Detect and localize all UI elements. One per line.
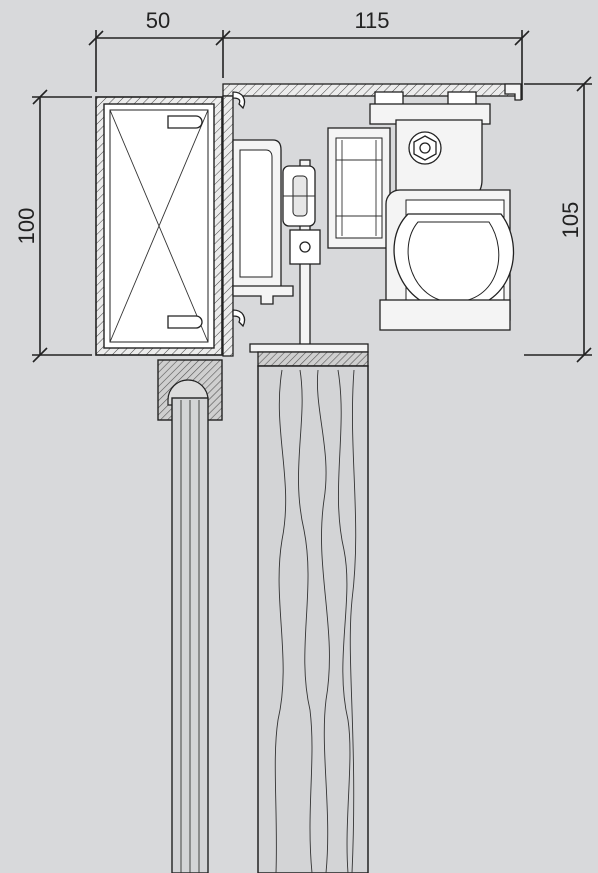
roller-carriage (282, 91, 491, 249)
soft-close-damper (379, 189, 515, 331)
fixed-frame-section (95, 96, 223, 356)
dimension-label-track-height: 105 (558, 202, 583, 239)
dimension-frame-height: 100 (14, 89, 92, 363)
dimension-frame-width: 50 (88, 8, 231, 92)
track-profile (222, 83, 522, 357)
dimension-label-track-width: 115 (354, 8, 389, 33)
dimension-track-width: 115 (223, 8, 530, 100)
dimension-track-height: 105 (524, 76, 592, 363)
dimension-label-frame-width: 50 (146, 8, 170, 33)
wooden-door-leaf (249, 343, 369, 873)
glazing-panel (157, 359, 223, 873)
dimension-label-frame-height: 100 (14, 208, 39, 245)
